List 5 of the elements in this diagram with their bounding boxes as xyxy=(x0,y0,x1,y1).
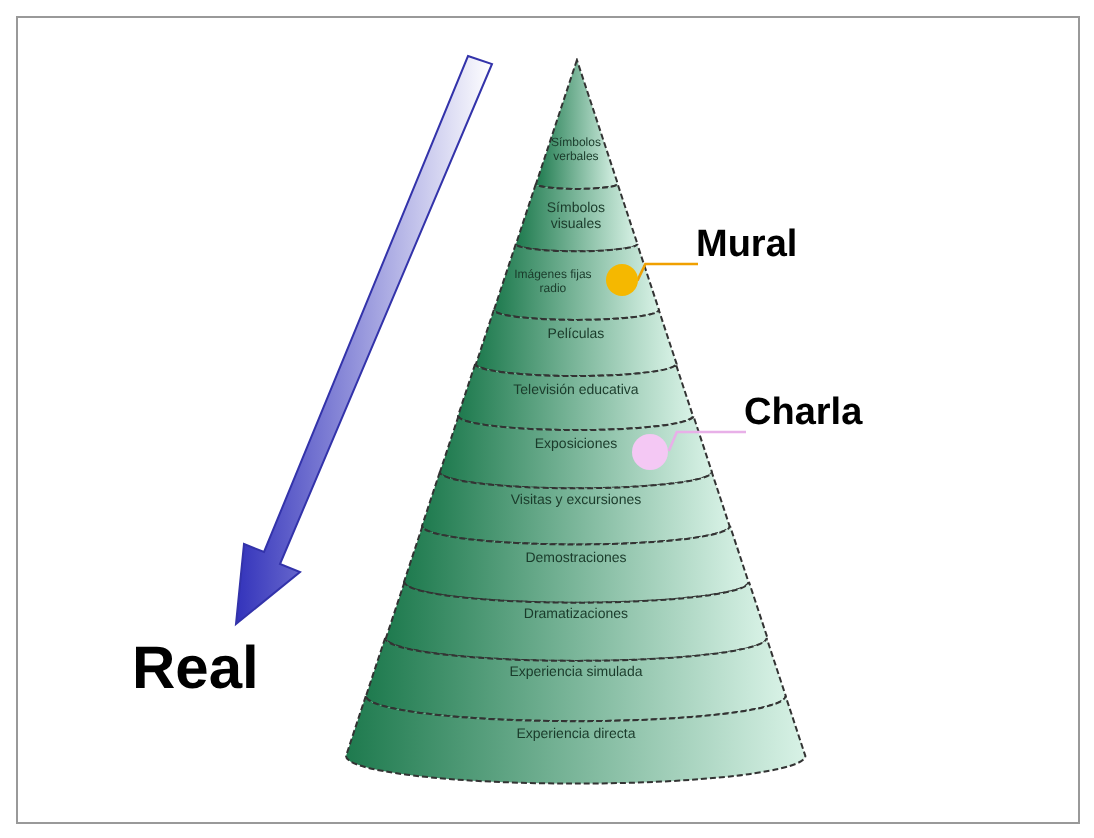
leader-line xyxy=(636,262,698,282)
callout-label: Charla xyxy=(744,388,863,438)
callout-label: Mural xyxy=(696,220,798,270)
direction-label: Real xyxy=(132,636,259,704)
leader-line xyxy=(667,430,746,452)
